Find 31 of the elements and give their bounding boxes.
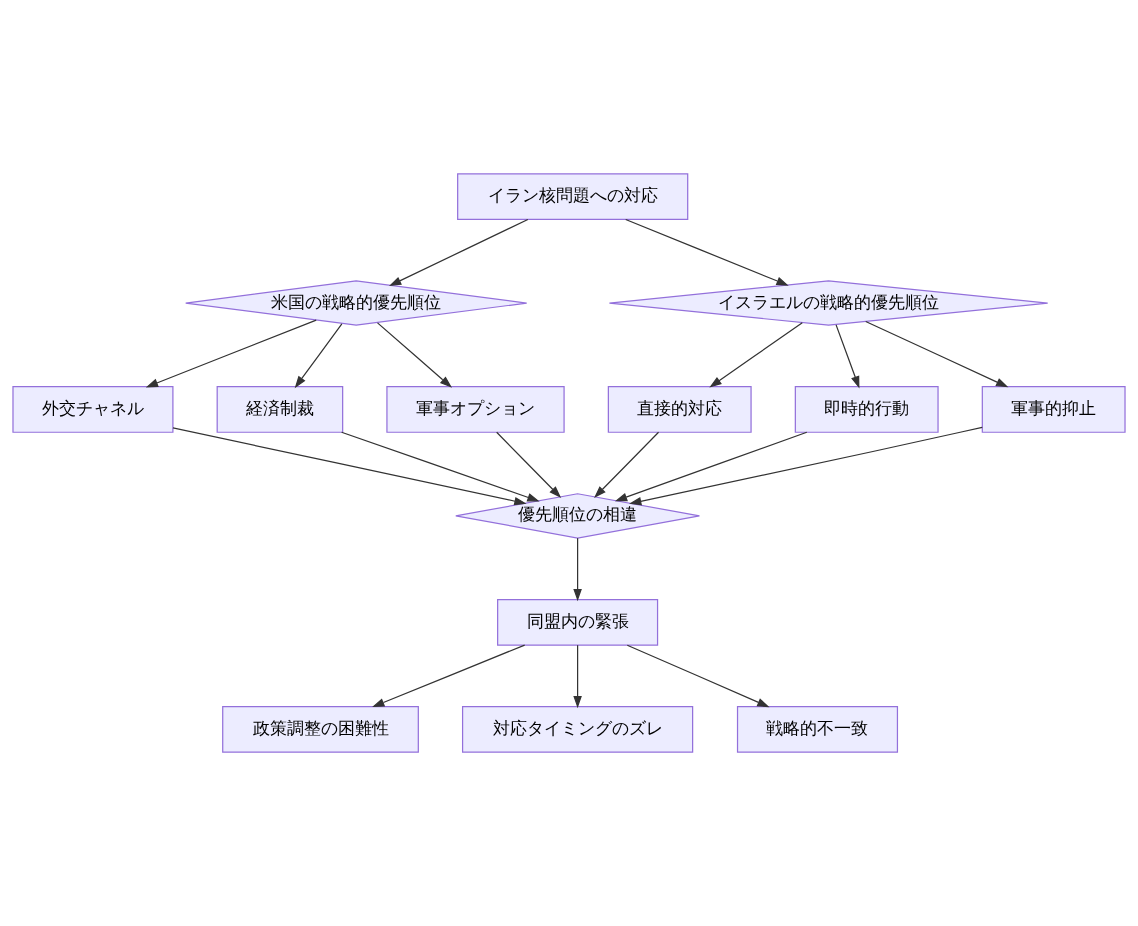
arrow [625,218,789,286]
arrow [573,644,582,709]
arrow [629,426,983,506]
arrow [145,319,317,388]
arrow [614,431,808,502]
arrow [835,324,860,389]
arrow [172,427,527,506]
node-box: 外交チャネル [12,386,174,433]
node-box: 軍事オプション [386,386,565,433]
arrow [573,537,582,602]
node-box: 対応タイミングのズレ [461,705,694,753]
arrow [389,218,529,287]
arrow [372,644,526,708]
arrow [496,431,562,498]
node-diamond: イスラエルの戦略的優先順位 [608,280,1049,326]
node-box: イラン核問題への対応 [457,173,689,221]
node-box: 政策調整の困難性 [222,705,419,753]
arrow [594,431,660,498]
arrow [341,431,540,502]
arrow [294,323,343,389]
arrow [865,320,1009,388]
node-box: 戦略的不一致 [736,705,899,753]
node-diamond: 米国の戦略的優先順位 [185,280,528,326]
arrow [626,644,770,708]
arrow [376,322,453,388]
node-box: 同盟内の緊張 [497,598,659,646]
node-box: 直接的対応 [607,386,752,433]
arrow [709,322,803,388]
node-box: 即時的行動 [794,386,939,433]
node-box: 軍事的抑止 [981,386,1126,433]
node-box: 経済制裁 [216,386,344,433]
